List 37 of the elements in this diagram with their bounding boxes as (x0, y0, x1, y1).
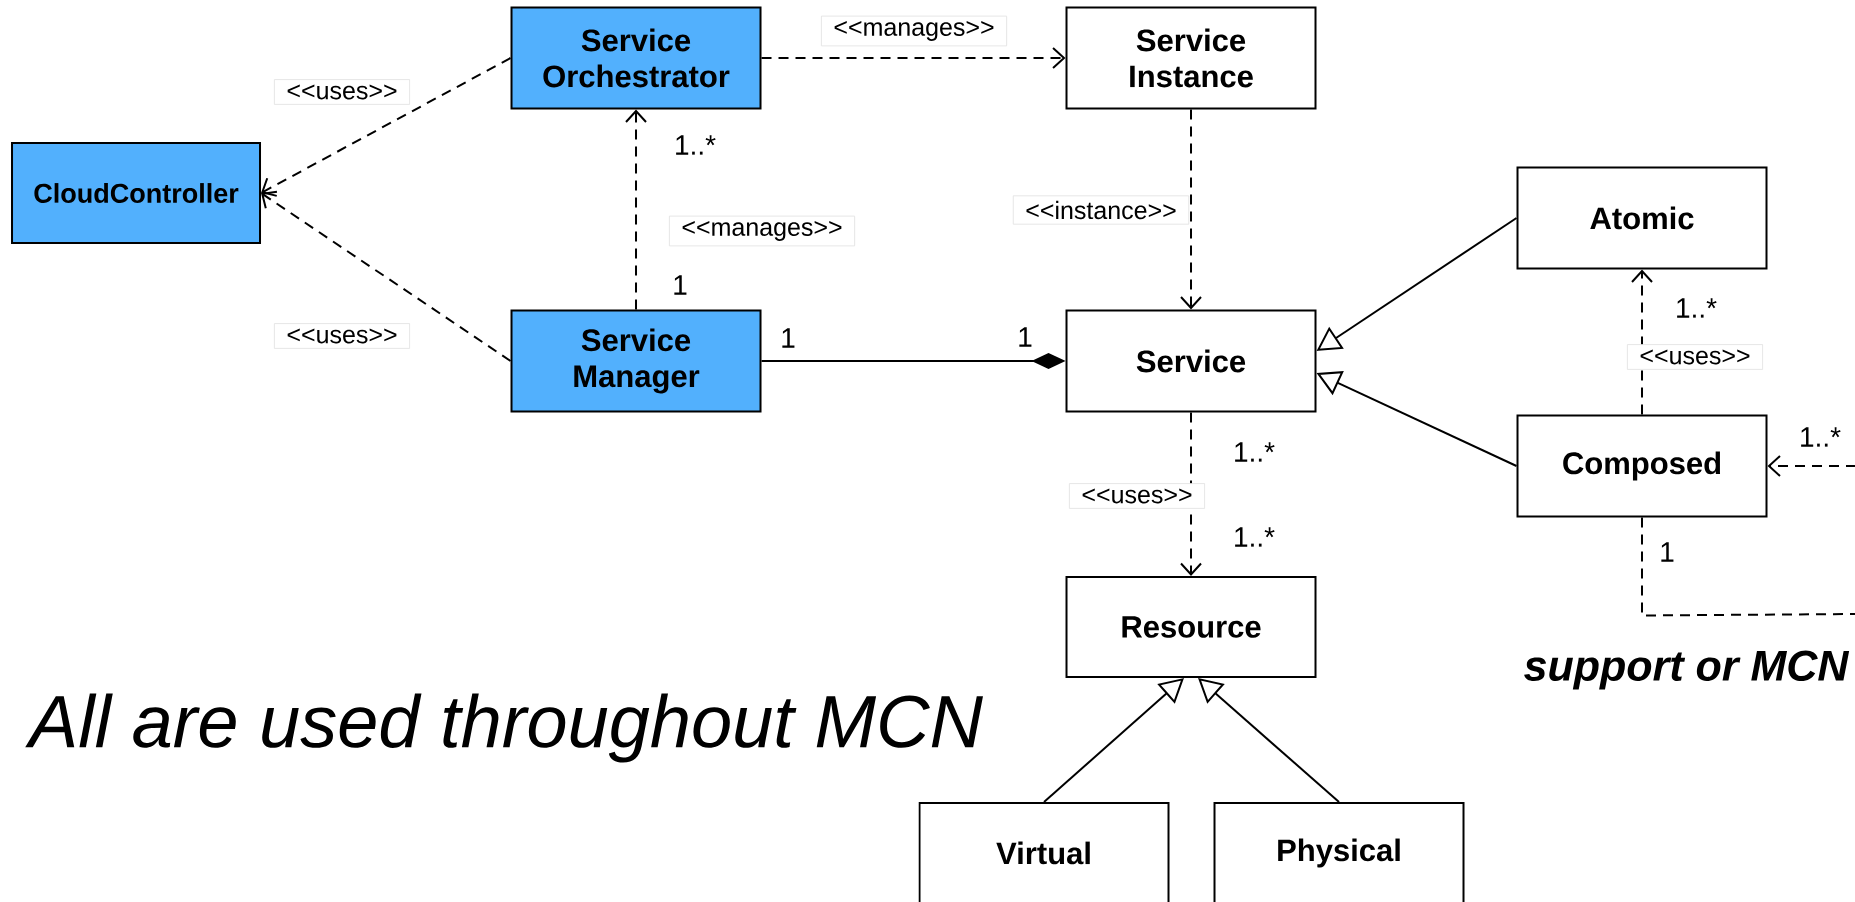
class-box: Service Instance (1065, 6, 1317, 110)
multiplicity-label: 1 (782, 328, 795, 348)
class-box: Physical (1213, 802, 1465, 902)
dependency-arrow (1180, 411, 1202, 576)
multiplicity-label: 1 (1661, 542, 1674, 562)
dependency-arrow (261, 57, 512, 197)
edge-label: <<uses>> (274, 323, 410, 349)
dependency-arrow (625, 109, 647, 311)
edge-label: <<manages>> (821, 15, 1008, 47)
class-box: Composed (1516, 414, 1768, 518)
multiplicity-label: 1 (1019, 327, 1032, 347)
multiplicity-label: 1..* (1235, 442, 1275, 462)
class-box: Service Manager (510, 309, 762, 413)
dependency-arrow (1180, 108, 1202, 310)
dependency-arrow (1631, 269, 1653, 416)
note-text: All are used throughout MCN (25, 693, 983, 763)
multiplicity-label: 1..* (1677, 298, 1717, 318)
edge-label: <<uses>> (1627, 344, 1763, 370)
class-box: Service Orchestrator (510, 6, 762, 110)
multiplicity-label: 1..* (676, 135, 716, 155)
multiplicity-label: 1..* (1801, 427, 1841, 447)
edge-label: <<manages>> (669, 215, 856, 247)
note-text: support or MCN (1524, 650, 1850, 690)
class-box: CloudController (11, 142, 261, 244)
class-box: Virtual (918, 802, 1170, 902)
generalization-arrow (1043, 678, 1184, 803)
dependency-arrow (760, 47, 1066, 69)
edge-label: <<uses>> (1069, 483, 1205, 509)
edge-label: <<instance>> (1012, 195, 1190, 225)
dependency-arrow (1767, 455, 1855, 477)
edge-label: <<uses>> (274, 79, 410, 105)
class-box: Atomic (1516, 166, 1768, 270)
class-box: Resource (1065, 576, 1317, 678)
generalization-arrow (1198, 678, 1340, 803)
class-box: Service (1065, 309, 1317, 413)
dependency-arrow (261, 190, 512, 362)
multiplicity-label: 1..* (1235, 527, 1275, 547)
